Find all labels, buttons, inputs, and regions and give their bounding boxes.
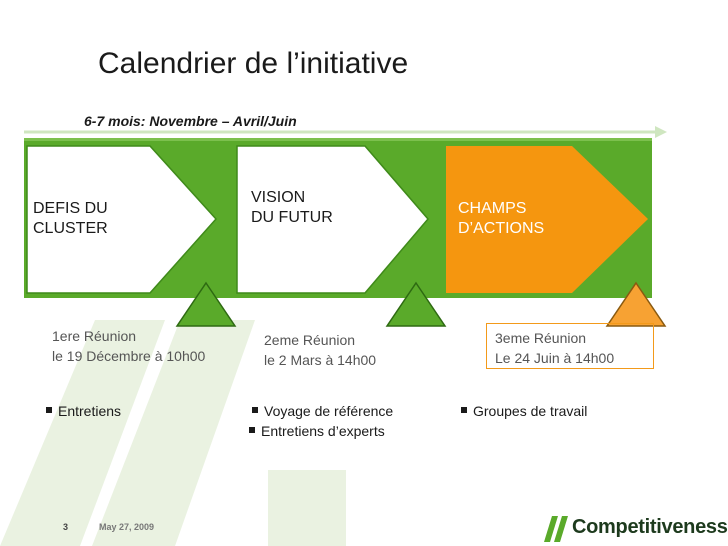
stage-chevron-1 [26,145,218,294]
meeting-1-text: 1ere Réunion le 19 Décembre à 10h00 [52,328,206,364]
timeline-graphic [24,126,667,327]
double-slash-logo-icon [544,516,568,542]
stage-label-champs: CHAMPS D’ACTIONS [458,200,545,237]
bullet-square-icon [252,407,258,414]
meeting-3-text: 3eme Réunion Le 24 Juin à 14h00 [495,330,615,366]
meeting-triangle-2 [385,281,447,327]
period-subtitle: 6-7 mois: Novembre – Avril/Juin [84,113,297,129]
bullet-square-icon [249,427,255,434]
activity-bullet-experts: Entretiens d’experts [249,421,385,441]
logo-text: Competitiveness [572,516,728,538]
bullet-square-icon [461,407,467,414]
meeting-triangle-3 [605,281,667,327]
stage-chevron-3 [446,146,648,293]
page-title: Calendrier de l’initiative [98,47,409,80]
meeting-3-box: 3eme Réunion Le 24 Juin à 14h00 [486,323,654,369]
activity-bullet-entretiens: Entretiens [46,401,121,421]
slide-number: 3 [63,522,69,532]
slide-date: May 27, 2009 [99,522,155,532]
timeline-arrow [24,126,667,138]
activity-bullet-groupes: Groupes de travail [461,401,587,421]
activity-bullet-voyage: Voyage de référence [252,401,393,421]
stage-label-vision: VISION DU FUTUR [251,189,333,226]
stage-label-defis: DEFIS DU CLUSTER [33,200,108,237]
bullet-square-icon [46,407,52,414]
stage-chevron-2 [236,145,429,294]
meeting-triangle-1 [175,281,237,327]
meeting-2-text: 2eme Réunion le 2 Mars à 14h00 [264,332,377,368]
